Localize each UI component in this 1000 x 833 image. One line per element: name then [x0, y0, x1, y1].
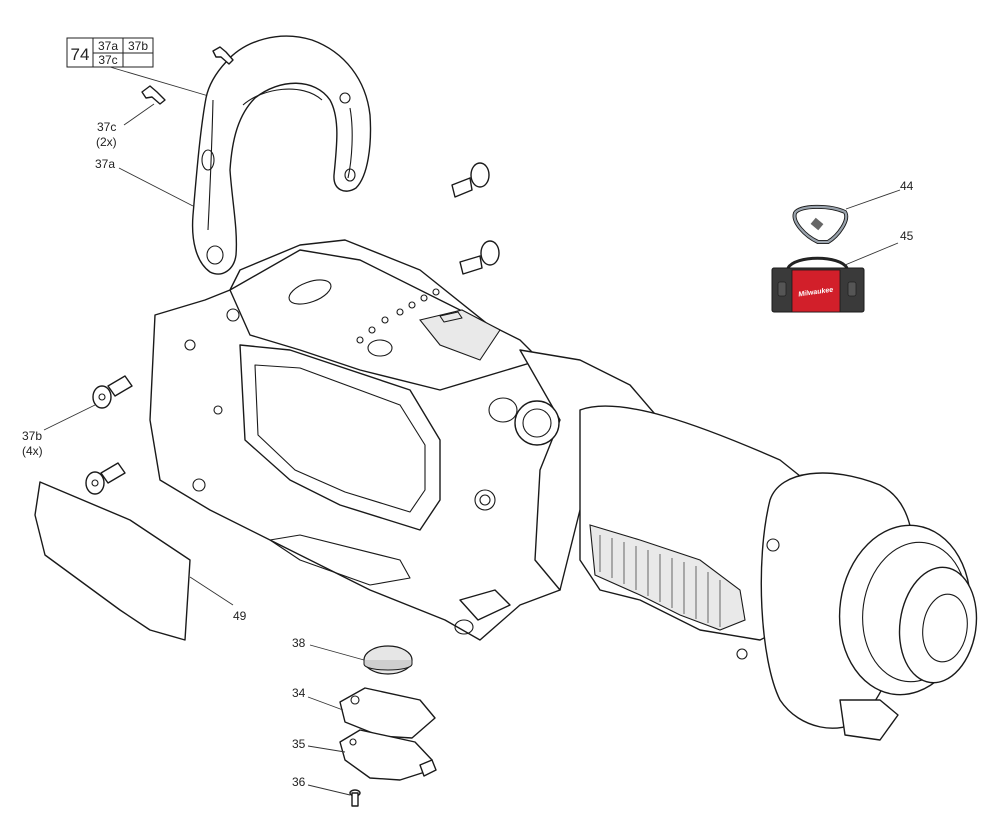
label-34: 34 [292, 686, 306, 700]
cover-part-35 [339, 729, 437, 781]
label-37b: 37b [22, 429, 42, 443]
carabiner-part-44 [792, 204, 849, 244]
bag-brand-text: Milwaukee [798, 287, 834, 299]
kit-number: 74 [71, 45, 90, 64]
tool-head [736, 472, 978, 741]
disk-part-38 [363, 645, 413, 675]
kit-item-37a: 37a [98, 39, 118, 53]
screw-37b-a [92, 375, 133, 409]
label-36: 36 [292, 775, 306, 789]
label-37c-qty: (2x) [96, 135, 117, 149]
screw-37b-middle [459, 240, 500, 275]
label-37a: 37a [95, 157, 115, 171]
screw-part-36 [349, 789, 361, 807]
label-49: 49 [233, 609, 247, 623]
label-sticker-part-49 [34, 481, 191, 641]
kit-item-37b: 37b [128, 39, 148, 53]
label-35: 35 [292, 737, 306, 751]
gasket-part-34 [339, 687, 436, 739]
label-38: 38 [292, 636, 306, 650]
bag-part-45: Milwaukee [771, 256, 865, 313]
handle-part-37a [191, 35, 372, 275]
screw-37c-top [212, 46, 234, 65]
kit-item-37c: 37c [98, 53, 117, 67]
kit-box: 74 37a 37b 37c [66, 37, 154, 68]
label-45: 45 [900, 229, 914, 243]
screw-37b-b [85, 462, 126, 495]
label-37b-qty: (4x) [22, 444, 43, 458]
screw-37b-upper [451, 162, 490, 198]
label-44: 44 [900, 179, 914, 193]
screw-37c [141, 85, 166, 105]
label-37c: 37c [97, 120, 116, 134]
